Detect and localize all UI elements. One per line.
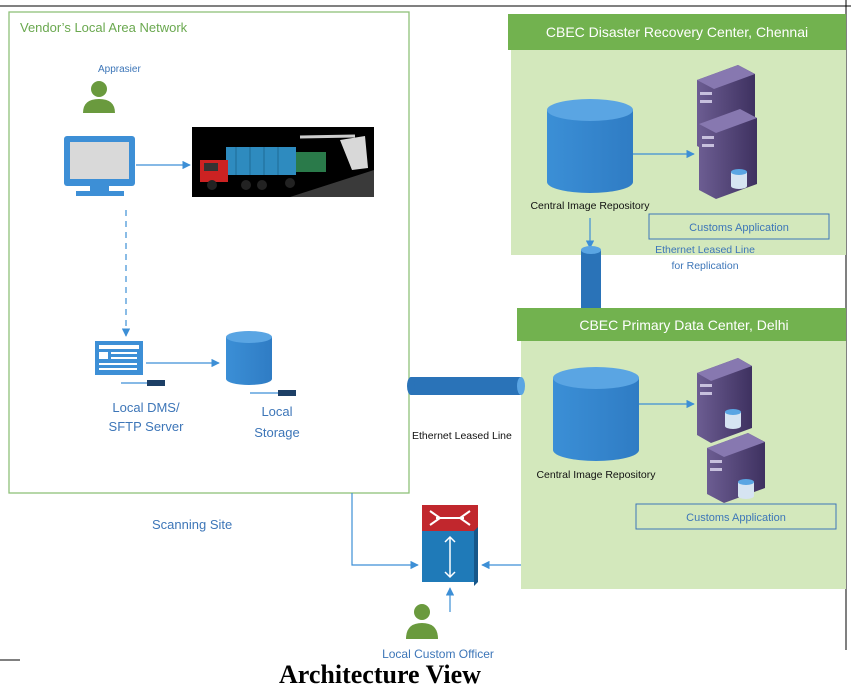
pdc-repository-label: Central Image Repository — [536, 469, 656, 481]
replication-leased-line-pipe — [581, 246, 601, 312]
pdc-repository-database-icon — [553, 367, 639, 461]
truck-scanner-image — [192, 127, 374, 197]
vendor-lan-panel: Vendor’s Local Area Network — [8, 11, 410, 494]
drc-title: CBEC Disaster Recovery Center, Chennai — [546, 24, 808, 40]
drc-customs-app-box — [648, 213, 830, 240]
drc-server-icon — [697, 65, 757, 199]
leased-line-pipe — [407, 377, 525, 395]
pdc-customs-app-box — [635, 503, 837, 530]
diagram-caption: Architecture View — [279, 660, 481, 689]
pdc-customs-app-label: Customs Application — [686, 512, 786, 524]
appraiser-person-icon — [83, 81, 115, 113]
storage-label-line2: Storage — [254, 425, 300, 440]
drc-repository-label: Central Image Repository — [530, 200, 650, 212]
drc-repository-database-icon — [547, 99, 633, 193]
dms-label-line2: SFTP Server — [109, 419, 185, 434]
storage-label-line1: Local — [261, 404, 292, 419]
scanning-site-label: Scanning Site — [152, 517, 232, 532]
replication-label-line2: for Replication — [671, 260, 738, 272]
officer-label: Local Custom Officer — [382, 647, 494, 661]
replication-label-line1: Ethernet Leased Line — [655, 244, 755, 256]
officer-person-icon — [406, 604, 438, 639]
monitor-icon — [64, 136, 135, 196]
pdc-server-icon — [697, 358, 765, 503]
vendor-lan-title: Vendor’s Local Area Network — [20, 20, 188, 35]
dms-label-line1: Local DMS/ — [112, 400, 180, 415]
local-storage-database-icon — [226, 331, 296, 396]
network-switch-icon — [422, 505, 478, 586]
leased-line-label: Ethernet Leased Line — [412, 430, 512, 442]
dms-server-icon — [95, 341, 165, 386]
pdc-title: CBEC Primary Data Center, Delhi — [579, 317, 788, 333]
vendor-to-switch-arrow — [351, 493, 419, 570]
pdc-delhi-panel: CBEC Primary Data Center, Delhi — [517, 308, 846, 589]
drc-customs-app-label: Customs Application — [689, 222, 789, 234]
appraiser-label: Apprasier — [98, 64, 141, 75]
